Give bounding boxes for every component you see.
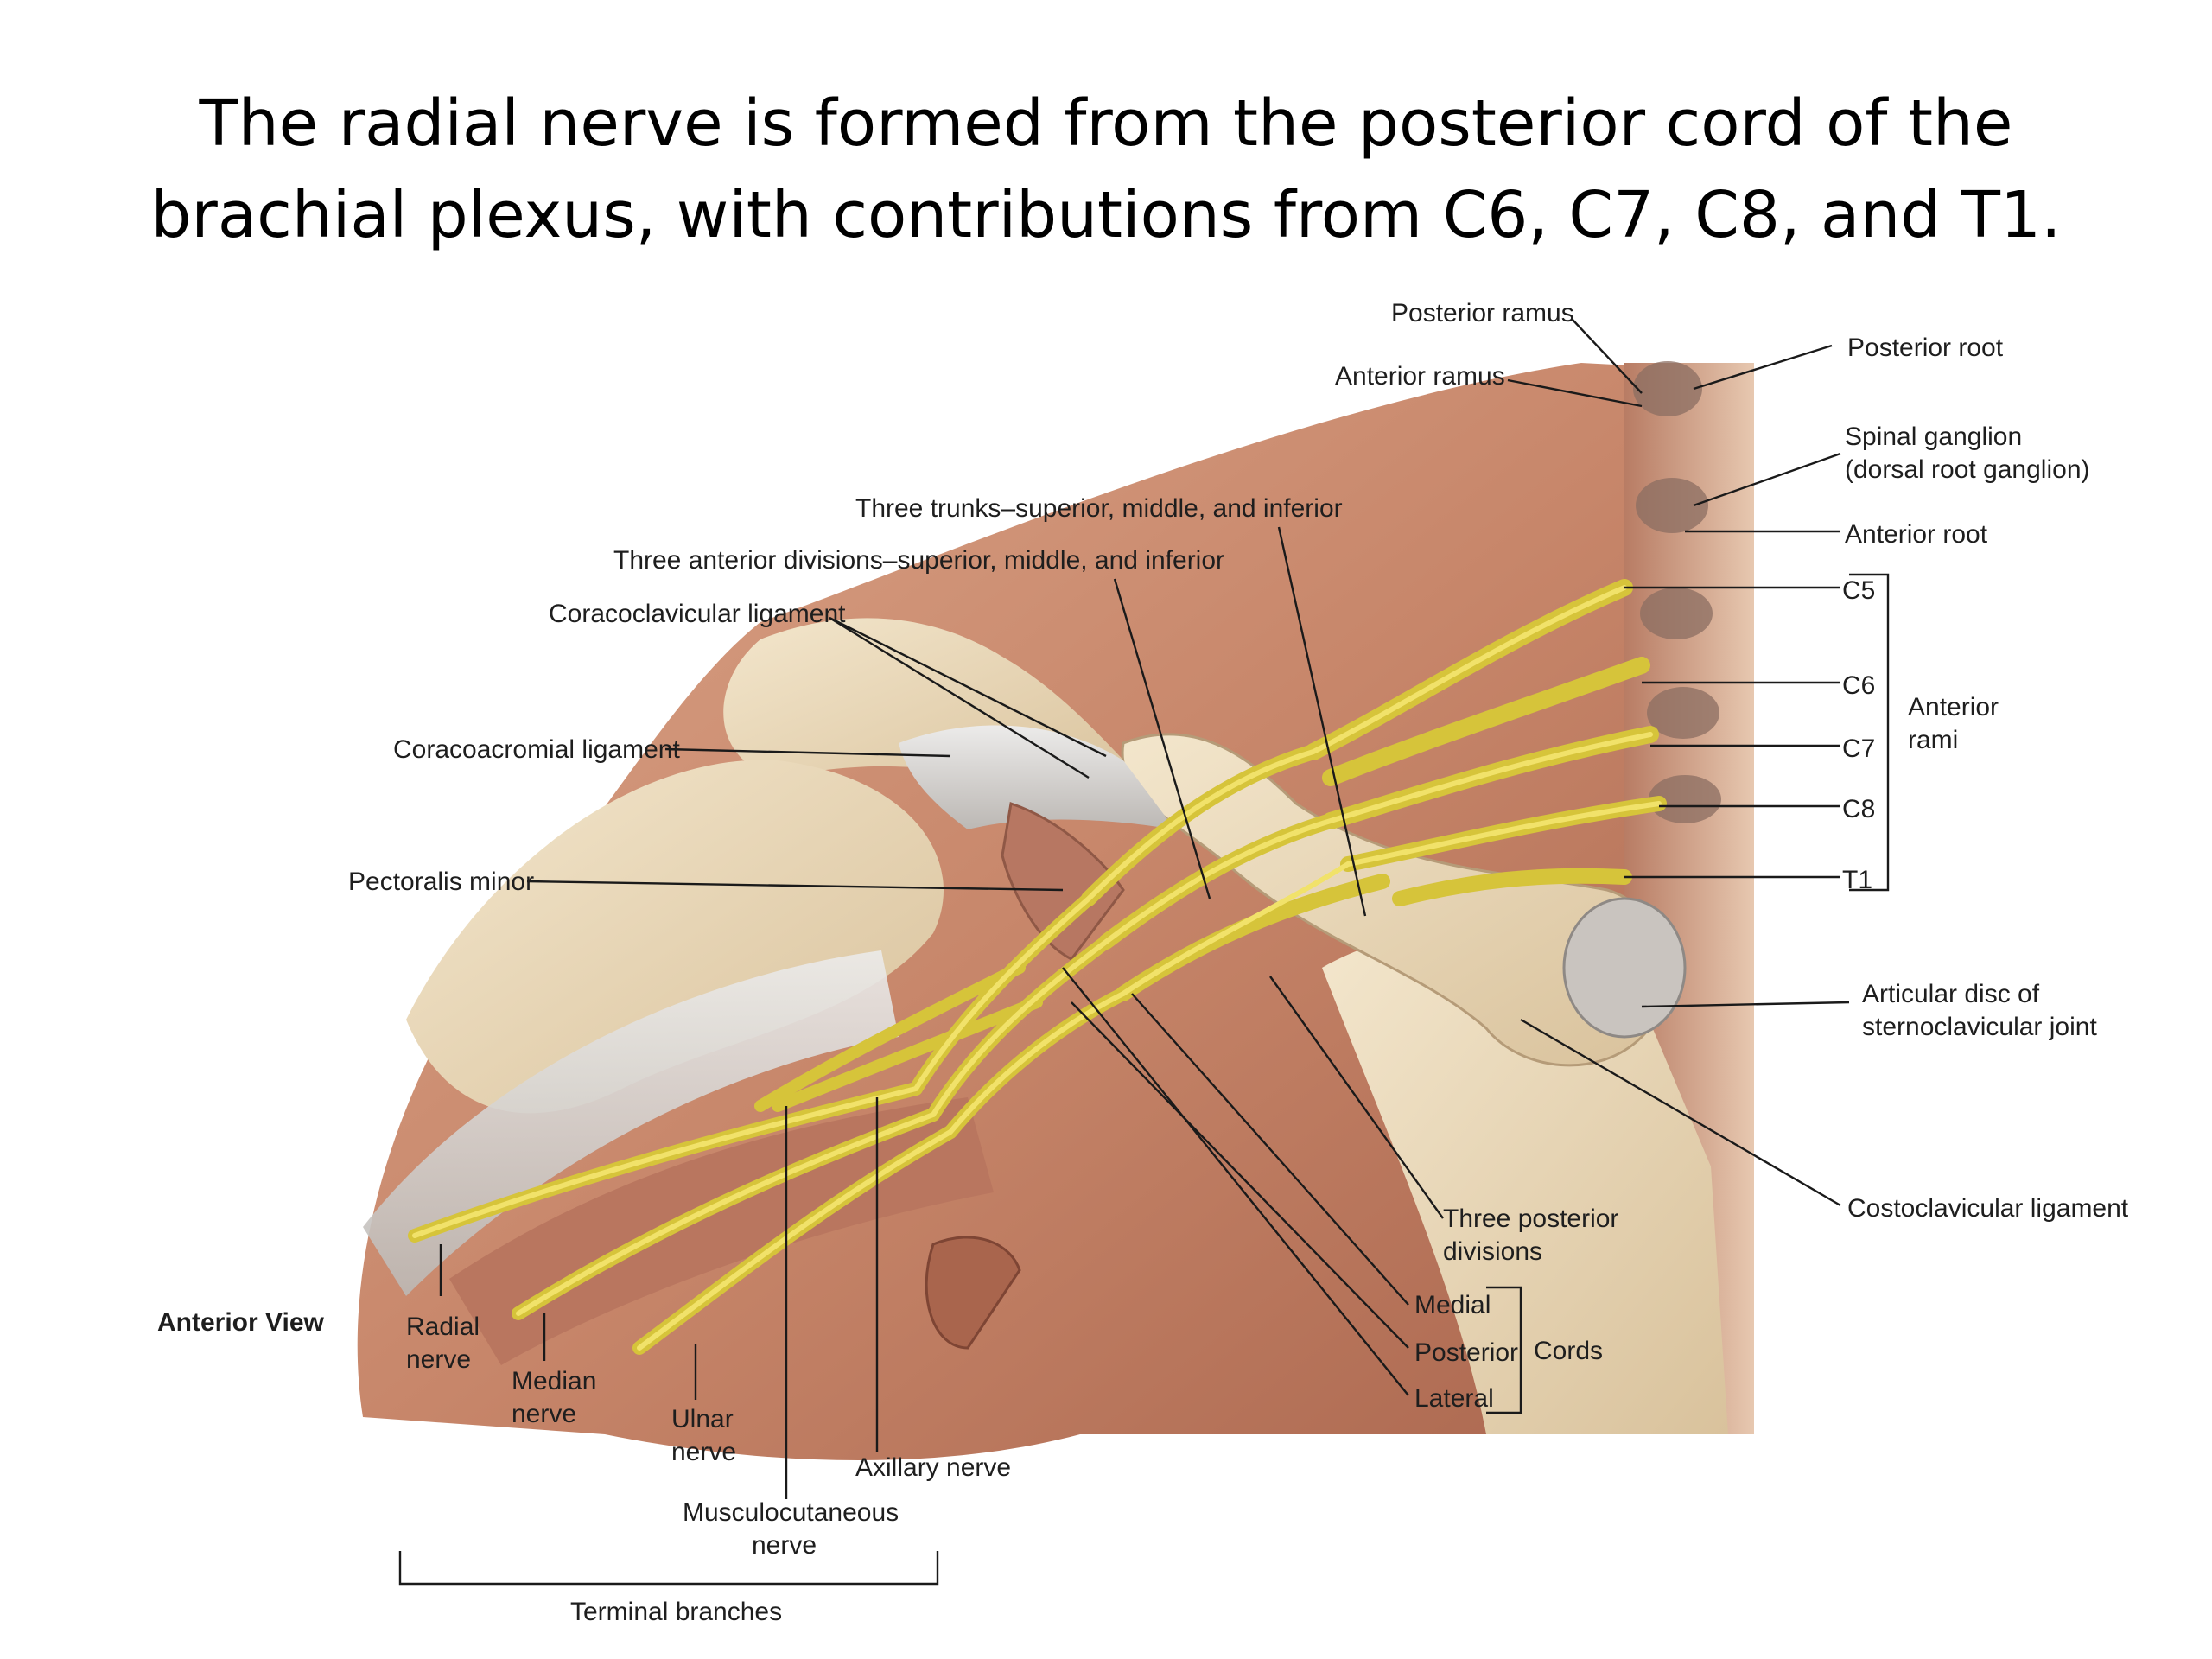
label-three-trunks: Three trunks–superior, middle, and infer… [855,494,1343,523]
leader-pectoralis-minor [526,880,1064,892]
sternum [1322,933,1728,1434]
label-musculocutaneous-1: Musculocutaneous [683,1498,899,1527]
cut-muscle [925,1236,1021,1350]
label-spinal-ganglion-2: (dorsal root ganglion) [1845,455,2090,484]
nerve-highlight-3 [637,801,1662,1351]
label-ulnar-nerve-1: Ulnar [671,1405,734,1433]
title-line-2: brachial plexus, with contributions from… [150,178,2062,252]
anatomy-artwork [357,361,1754,1460]
label-c7: C7 [1842,734,1875,763]
label-articular-disc-1: Articular disc of [1862,980,2040,1008]
label-medial: Medial [1414,1291,1491,1319]
leader-lateral [1062,967,1409,1396]
label-anterior-root: Anterior root [1845,520,1988,549]
label-posterior-root: Posterior root [1847,334,2004,362]
label-cords: Cords [1534,1337,1603,1365]
lower-arm-muscle [449,1097,994,1365]
nerve-axillary [772,996,1043,1112]
label-anterior-view: Anterior View [157,1308,324,1337]
labels: Posterior ramus Anterior ramus Posterior… [157,299,2129,1626]
label-anterior-ramus: Anterior ramus [1335,362,1505,391]
leader-articular-disc [1641,1001,1850,1008]
ligament-band [899,725,1175,830]
title-line-1: The radial nerve is formed from the post… [199,86,2013,161]
label-c8: C8 [1842,795,1875,823]
leader-coracoclavicular-2 [829,616,1090,779]
label-articular-disc-2: sternoclavicular joint [1862,1013,2097,1041]
nerve-c6 [1322,657,1650,786]
label-posterior: Posterior [1414,1338,1518,1367]
bracket-cords [1486,1286,1522,1414]
slide-title: The radial nerve is formed from the post… [0,78,2212,261]
nerve-highlight-2 [516,732,1653,1316]
leader-posterior-ramus [1572,319,1643,394]
leader-coracoacromial [664,747,951,758]
label-three-posterior-divisions-1: Three posterior [1443,1205,1618,1233]
label-spinal-ganglion-1: Spinal ganglion [1845,423,2022,451]
label-median-nerve-2: nerve [512,1400,576,1428]
label-pectoralis-minor: Pectoralis minor [348,868,534,896]
nerve-t1 [1392,868,1632,906]
nerve-highlight-1 [412,585,1627,1238]
label-axillary-nerve: Axillary nerve [855,1453,1011,1482]
leader-posterior [1071,1001,1409,1349]
label-musculocutaneous-2: nerve [752,1531,817,1560]
leader-lines [398,319,1890,1586]
label-c5: C5 [1842,576,1875,605]
leader-medial [1131,993,1409,1306]
leader-costoclavicular [1520,1018,1841,1207]
bracket-anterior-rami [1849,573,1890,892]
nerve-musculocutaneous [754,962,1026,1112]
leader-coracoclavicular [829,616,1107,758]
leader-three-anterior-divisions [1113,578,1211,899]
pectoralis-minor [1001,802,1125,961]
vertebrae [1633,361,1721,823]
label-anterior-rami-1: Anterior [1908,693,1999,721]
brachial-plexus-nerves [408,579,1667,1355]
sternoclavicular-joint [1562,897,1687,1039]
label-costoclavicular-ligament: Costoclavicular ligament [1847,1194,2129,1223]
label-anterior-rami-2: rami [1908,726,1958,754]
leader-spinal-ganglion [1693,452,1841,507]
label-three-anterior-divisions: Three anterior divisions–superior, middl… [613,546,1224,575]
humeral-head [406,760,944,1114]
leader-posterior-root [1693,344,1833,391]
label-three-posterior-divisions-2: divisions [1443,1237,1542,1266]
label-coracoacromial-ligament: Coracoacromial ligament [393,735,680,764]
label-radial-nerve-2: nerve [406,1345,471,1374]
label-terminal-branches: Terminal branches [570,1598,782,1626]
leader-anterior-ramus [1507,378,1643,408]
label-coracoclavicular-ligament: Coracoclavicular ligament [549,600,846,628]
leader-three-posterior-divisions [1269,976,1444,1219]
leader-three-trunks [1277,526,1367,917]
label-posterior-ramus: Posterior ramus [1391,299,1574,327]
label-ulnar-nerve-2: nerve [671,1438,736,1466]
label-lateral: Lateral [1414,1384,1494,1413]
label-radial-nerve-1: Radial [406,1313,480,1341]
label-median-nerve-1: Median [512,1367,596,1395]
label-c6: C6 [1842,671,1875,700]
bracket-terminal-branches [398,1551,939,1586]
label-t1: T1 [1842,866,1872,894]
